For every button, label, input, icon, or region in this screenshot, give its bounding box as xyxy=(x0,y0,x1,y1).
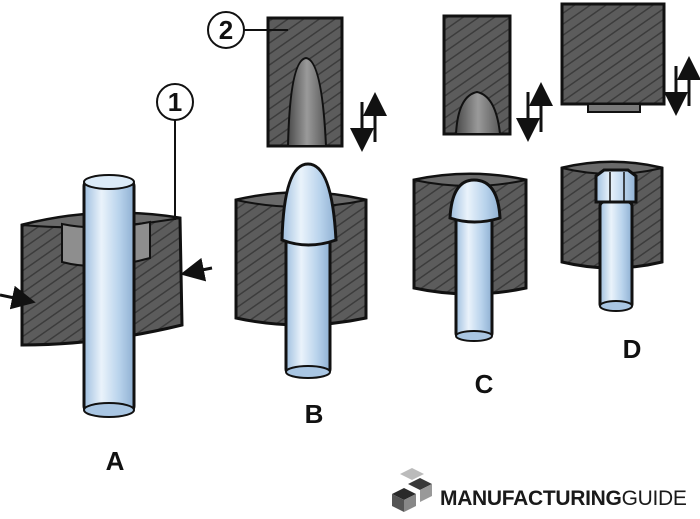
stage-label-c: C xyxy=(475,369,494,399)
stage-label-b: B xyxy=(305,399,324,429)
workpiece-b xyxy=(280,162,338,379)
stage-d: D xyxy=(560,2,700,364)
callout-1-number: 1 xyxy=(168,87,182,117)
stage-b: 2 B xyxy=(207,11,387,429)
punch-c xyxy=(442,14,512,136)
stage-label-d: D xyxy=(623,334,642,364)
logo-text-light: GUIDE xyxy=(622,487,687,510)
callout-1: 1 xyxy=(156,83,194,220)
stroke-arrows-b xyxy=(350,92,387,152)
stage-label-a: A xyxy=(106,446,125,476)
manufacturing-guide-logo: MANUFACTURINGGUIDE xyxy=(392,468,687,512)
workpiece-c xyxy=(448,178,502,342)
stroke-arrows-c xyxy=(516,82,553,142)
workpiece-a xyxy=(82,174,136,418)
logo-cubes-icon xyxy=(392,468,432,512)
clamp-arrow-right xyxy=(180,257,213,282)
callout-2-number: 2 xyxy=(219,15,233,45)
logo-text: MANUFACTURINGGUIDE xyxy=(440,487,687,510)
punch-d xyxy=(560,2,666,113)
workpiece-d xyxy=(594,168,638,312)
stage-c: C xyxy=(412,14,553,399)
stage-a: 1 A xyxy=(0,83,213,476)
stroke-arrows-d xyxy=(664,56,700,116)
punch-b xyxy=(266,16,344,148)
clamp-arrow-left xyxy=(0,285,36,310)
logo-text-bold: MANUFACTURING xyxy=(440,487,622,510)
callout-2: 2 xyxy=(207,11,288,49)
